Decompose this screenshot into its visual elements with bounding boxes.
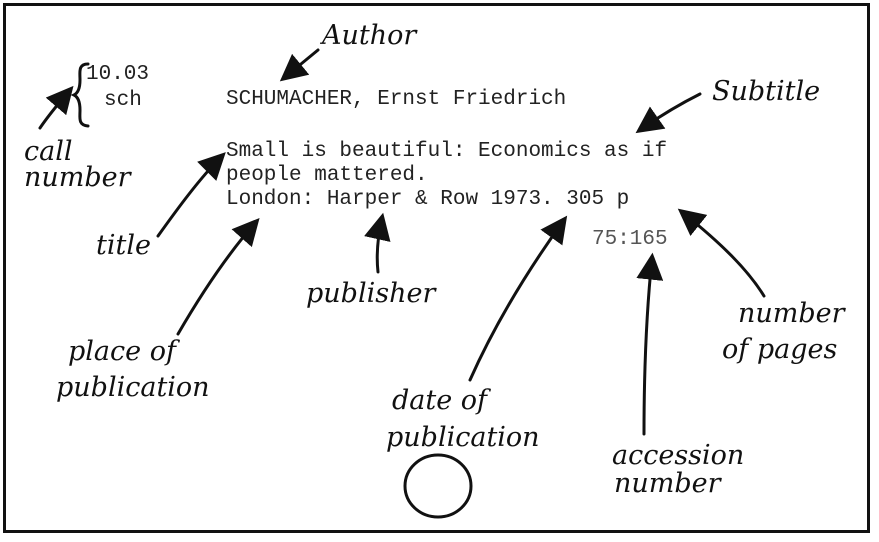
label-accession-line2: number: [614, 468, 721, 499]
call-number-brace: [70, 62, 90, 128]
label-publisher: publisher: [306, 278, 436, 309]
arrow-title: [156, 152, 226, 238]
label-place-line1: place of: [68, 336, 176, 367]
label-pages-line1: number: [738, 298, 845, 329]
arrow-author: [279, 48, 320, 82]
label-call-number-line1: call: [24, 136, 73, 167]
label-subtitle: Subtitle: [712, 76, 821, 107]
label-pages-line2: of pages: [722, 334, 838, 365]
arrow-call-number: [38, 85, 74, 130]
title-line1: Small is beautiful: Economics as if: [226, 140, 668, 163]
label-author: Author: [322, 20, 417, 51]
arrow-publisher: [364, 212, 391, 274]
label-date-line1: date of: [392, 385, 488, 416]
label-place-line2: publication: [56, 372, 210, 403]
arrow-place: [176, 217, 260, 336]
label-title: title: [96, 230, 151, 261]
call-number-line2: sch: [104, 89, 142, 112]
label-call-number-line2: number: [24, 162, 131, 193]
label-accession-line1: accession: [612, 440, 745, 471]
arrow-accession: [636, 252, 664, 436]
accession-number-text: 75:165: [592, 228, 668, 251]
author-text: SCHUMACHER, Ernst Friedrich: [226, 88, 567, 111]
title-line2: people mattered.: [226, 164, 428, 187]
call-number-line1: 10.03: [86, 63, 150, 86]
imprint-text: London: Harper & Row 1973. 305 p: [226, 188, 630, 211]
arrow-pages: [677, 208, 766, 298]
arrow-subtitle: [635, 92, 702, 134]
date-circle: [403, 453, 473, 519]
catalog-card: [3, 3, 870, 533]
arrow-date: [468, 215, 568, 382]
label-date-line2: publication: [386, 422, 540, 453]
